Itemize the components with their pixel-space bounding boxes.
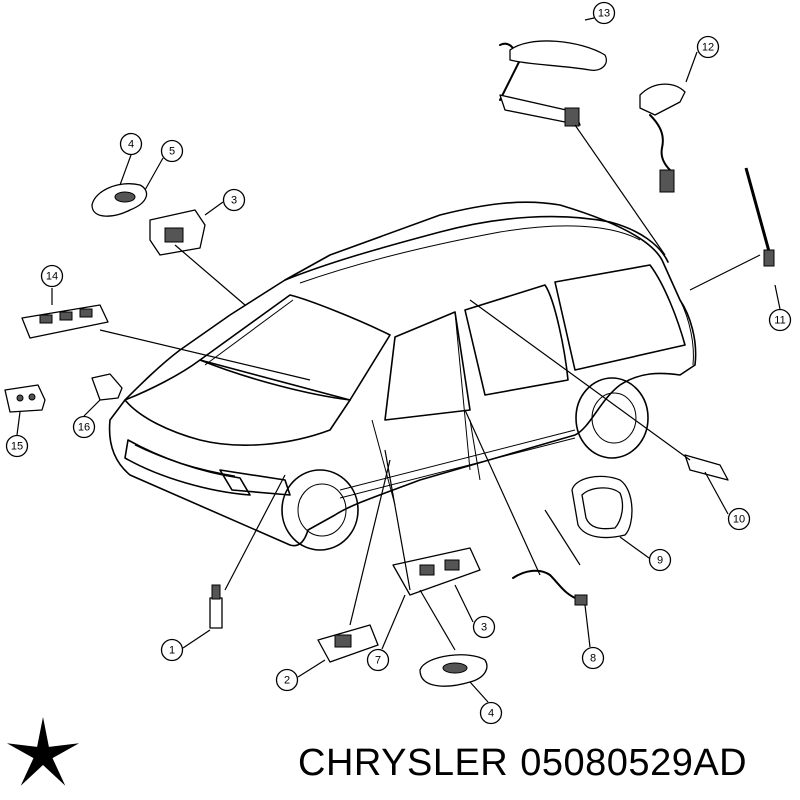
part-4-5-mirror-switch [91,183,148,217]
callout-circle [581,646,605,670]
callout-2: 2 [275,668,299,692]
part-15-key-fob [4,384,46,413]
callout-number: 4 [488,708,494,720]
callout-circle [366,648,390,672]
callout-circle [160,638,184,662]
chrysler-pentastar-logo [6,717,80,786]
callout-8: 8 [581,646,605,670]
callout-circle [727,507,751,531]
callout-circle [72,415,96,439]
part-13-overhead-sensor [499,40,607,127]
callout-number: 11 [774,315,785,327]
part-10-bracket [684,454,729,481]
callout-number: 2 [284,675,290,687]
callout-number: 14 [46,271,58,283]
part-8-wire-harness [512,569,588,606]
brand-name: CHRYSLER [298,742,509,784]
callout-16: 16 [72,415,96,439]
callout-number: 9 [657,555,663,567]
leader-lines [16,17,781,703]
part-16-small-switch [91,373,123,401]
callout-circle [696,35,720,59]
callout-number: 12 [702,42,714,54]
callout-circle [479,701,503,725]
callout-number: 3 [481,622,487,634]
callout-15: 15 [5,434,29,458]
part-3-window-switch-module [392,547,481,596]
callout-circle [119,132,143,156]
callout-circle [472,615,496,639]
callout-circle [160,139,184,163]
callout-number: 16 [78,422,90,434]
callout-1: 1 [160,638,184,662]
callout-3: 3 [472,615,496,639]
callout-11: 11 [768,308,792,332]
callout-4: 4 [119,132,143,156]
callout-number: 1 [169,645,175,657]
part-caption: CHRYSLER 05080529AD [298,735,798,791]
callout-5: 5 [160,139,184,163]
callout-9: 9 [648,548,672,572]
callout-circle [5,434,29,458]
callout-circle [40,264,64,288]
part-12-connector-harness [639,83,686,193]
callout-labels: 13 12 4 5 3 14 11 16 15 10 9 3 1 8 7 2 4 [5,1,792,725]
part-9-mirror-glass [571,475,633,539]
part-11-antenna [744,167,775,267]
callout-number: 3 [231,195,237,207]
part-2-control-module [317,624,379,663]
part-4-switch-bezel [419,654,488,687]
callout-number: 10 [733,514,745,526]
callout-12: 12 [696,35,720,59]
minivan-illustration [108,201,697,551]
callout-number: 4 [128,139,134,151]
part-14-console-switch [21,304,109,339]
callout-circle [768,308,792,332]
callout-number: 5 [169,146,175,158]
part-number: 05080529AD [520,742,748,784]
callout-circle [222,188,246,212]
callout-circle [648,548,672,572]
callout-number: 15 [11,441,23,453]
callout-13: 13 [592,1,616,25]
callout-4: 4 [479,701,503,725]
callout-7: 7 [366,648,390,672]
callout-number: 13 [598,8,610,20]
callout-10: 10 [727,507,751,531]
callout-14: 14 [40,264,64,288]
part-1-sensor [209,584,223,629]
part-3-module-upper [149,209,206,256]
callout-circle [592,1,616,25]
callout-number: 8 [590,653,596,665]
callout-3: 3 [222,188,246,212]
callout-circle [275,668,299,692]
callout-number: 7 [375,655,381,667]
